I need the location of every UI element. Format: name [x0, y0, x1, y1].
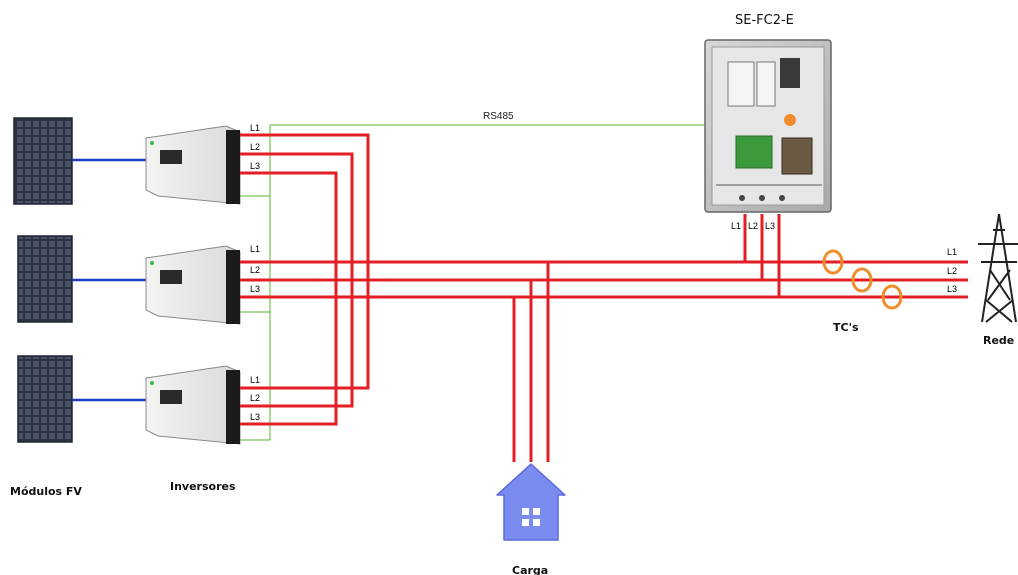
rs485-label: RS485 — [483, 111, 514, 122]
ctrl-l3-label: L3 — [765, 221, 775, 231]
inv3-l3-label: L3 — [250, 412, 260, 422]
inverter-2-phase-labels: L1 L2 L3 — [250, 244, 260, 294]
inverter-1 — [146, 126, 240, 204]
ctrl-l1-label: L1 — [731, 221, 741, 231]
grid-label: Rede — [983, 334, 1014, 347]
inverters-label: Inversores — [170, 480, 236, 493]
solar-panel-1 — [14, 118, 72, 204]
solar-panel-2 — [18, 236, 72, 322]
panels-label: Módulos FV — [10, 485, 82, 498]
inverter-3-phase-labels: L1 L2 L3 — [250, 375, 260, 422]
grid-l3-label: L3 — [947, 284, 957, 294]
ctrl-l2-label: L2 — [748, 221, 758, 231]
house-icon — [497, 464, 565, 540]
inv2-l1-label: L1 — [250, 244, 260, 254]
grid-l2-label: L2 — [947, 266, 957, 276]
inverter-2 — [146, 246, 240, 324]
inv1-l2-label: L2 — [250, 142, 260, 152]
controller-title: SE-FC2-E — [735, 13, 794, 28]
controller-terminal-labels: L1 L2 L3 — [731, 221, 775, 231]
ac-power-lines — [240, 135, 968, 462]
controller-box — [705, 40, 831, 212]
grid-phase-labels: L1 L2 L3 — [947, 247, 957, 294]
transmission-tower-icon — [978, 214, 1018, 322]
inv3-l1-label: L1 — [250, 375, 260, 385]
inverter-1-phase-labels: L1 L2 L3 — [250, 123, 260, 171]
inv1-l3-label: L3 — [250, 161, 260, 171]
inv3-l2-label: L2 — [250, 393, 260, 403]
ct-label: TC's — [833, 321, 859, 334]
dc-lines — [72, 160, 148, 400]
grid-l1-label: L1 — [947, 247, 957, 257]
inv2-l2-label: L2 — [250, 265, 260, 275]
solar-panel-3 — [18, 356, 72, 442]
inv2-l3-label: L3 — [250, 284, 260, 294]
load-label: Carga — [512, 564, 548, 575]
inv1-l1-label: L1 — [250, 123, 260, 133]
inverter-3 — [146, 366, 240, 444]
